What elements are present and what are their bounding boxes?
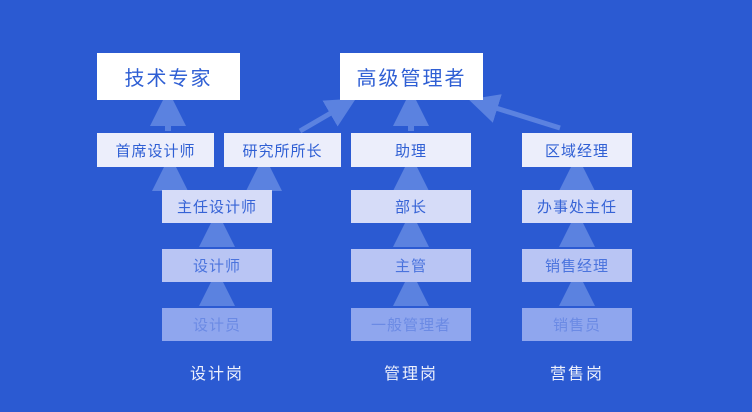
node-tech-expert[interactable]: 技术专家 <box>97 53 240 100</box>
node-lead-designer[interactable]: 主任设计师 <box>162 190 272 223</box>
node-designer[interactable]: 设计师 <box>162 249 272 282</box>
node-department-head[interactable]: 部长 <box>351 190 471 223</box>
node-sales-manager[interactable]: 销售经理 <box>522 249 632 282</box>
column-label-management: 管理岗 <box>383 366 438 383</box>
arrow-institute-director-to-senior-manager <box>298 98 356 134</box>
node-senior-manager[interactable]: 高级管理者 <box>340 53 483 100</box>
node-assistant[interactable]: 助理 <box>351 133 471 167</box>
node-office-director[interactable]: 办事处主任 <box>522 190 632 223</box>
node-regional-manager[interactable]: 区域经理 <box>522 133 632 167</box>
node-general-manager[interactable]: 一般管理者 <box>351 308 471 341</box>
node-supervisor[interactable]: 主管 <box>351 249 471 282</box>
node-salesperson[interactable]: 销售员 <box>522 308 632 341</box>
node-chief-designer[interactable]: 首席设计师 <box>97 133 214 167</box>
arrow-regional-manager-to-senior-manager <box>468 94 561 131</box>
column-label-design: 设计岗 <box>189 366 244 383</box>
node-institute-director[interactable]: 研究所所长 <box>224 133 341 167</box>
column-label-sales: 营售岗 <box>549 366 604 383</box>
node-junior-designer[interactable]: 设计员 <box>162 308 272 341</box>
